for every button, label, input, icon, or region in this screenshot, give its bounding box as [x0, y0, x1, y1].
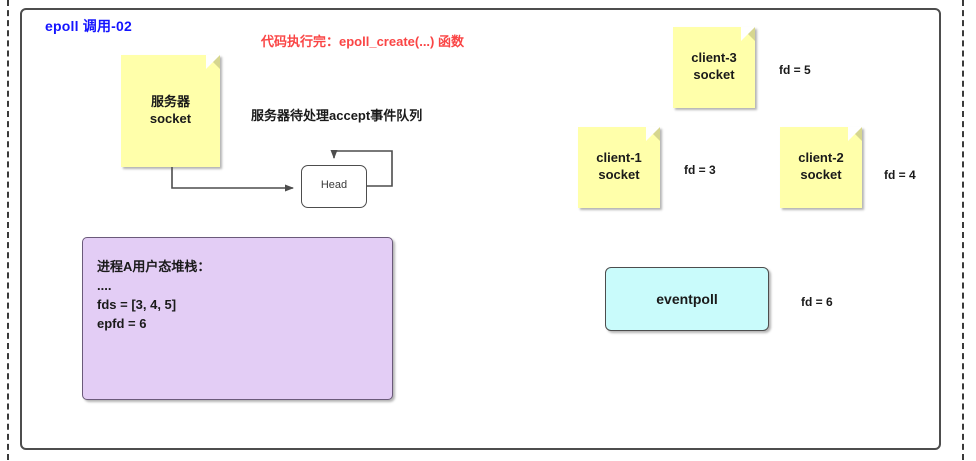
- note-fold-cut-icon: [848, 127, 862, 141]
- code-execution-note: 代码执行完：epoll_create(...) 函数: [261, 34, 464, 49]
- outer-dashed-frame: [7, 0, 964, 460]
- note-fold-cut-icon: [206, 55, 220, 69]
- eventpoll-fd-label: fd = 6: [801, 295, 833, 309]
- client2-fd-label: fd = 4: [884, 168, 916, 182]
- page-title: epoll 调用-02: [45, 18, 132, 34]
- client1-socket-label: client-1 socket: [596, 150, 642, 182]
- client3-fd-label: fd = 5: [779, 63, 811, 77]
- node-user-stack[interactable]: 进程A用户态堆栈： .... fds = [3, 4, 5] epfd = 6: [82, 237, 393, 400]
- user-stack-text: 进程A用户态堆栈： .... fds = [3, 4, 5] epfd = 6: [97, 259, 211, 331]
- node-client3-socket[interactable]: client-3 socket: [673, 27, 755, 108]
- accept-queue-caption: 服务器待处理accept事件队列: [251, 108, 423, 123]
- client2-socket-label: client-2 socket: [798, 150, 844, 182]
- node-client2-socket[interactable]: client-2 socket: [780, 127, 862, 208]
- client1-fd-label: fd = 3: [684, 163, 716, 177]
- note-fold-cut-icon: [646, 127, 660, 141]
- server-socket-label: 服务器 socket: [149, 94, 192, 126]
- node-server-socket[interactable]: 服务器 socket: [121, 55, 220, 167]
- node-head[interactable]: Head: [301, 165, 367, 208]
- eventpoll-label: eventpoll: [656, 291, 718, 307]
- head-label: Head: [320, 179, 348, 191]
- client3-socket-label: client-3 socket: [691, 50, 737, 82]
- node-eventpoll[interactable]: eventpoll: [605, 267, 769, 331]
- node-client1-socket[interactable]: client-1 socket: [578, 127, 660, 208]
- note-fold-cut-icon: [741, 27, 755, 41]
